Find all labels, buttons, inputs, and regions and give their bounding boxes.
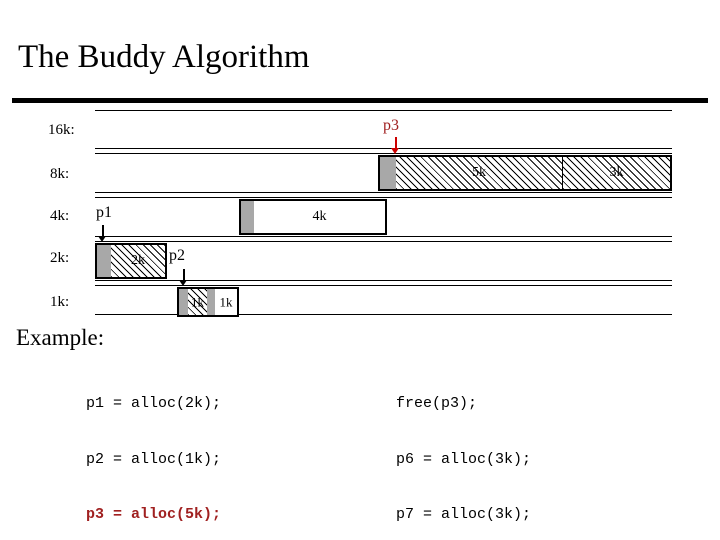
pointer-label-p3: p3 xyxy=(383,117,399,134)
1k-allocation-block[interactable]: 1k 1k xyxy=(177,287,239,317)
pointer-arrow-p1 xyxy=(98,225,107,243)
segment-free-gray-2k xyxy=(97,245,111,277)
row-rule-16k-bottom xyxy=(95,148,672,149)
segment-free-gray-1k-a xyxy=(179,289,188,315)
pointer-label-p1: p1 xyxy=(96,204,112,221)
row-label-1k: 1k: xyxy=(50,294,70,310)
segment-1k-b: 1k xyxy=(215,289,237,315)
row-label-2k: 2k: xyxy=(50,250,70,266)
code-line-highlighted: p3 = alloc(5k); xyxy=(86,506,222,523)
buddy-memory-diagram: 16k: 8k: 4k: 2k: 1k: 5k 3k 4 xyxy=(48,110,672,317)
segment-free-gray-4k xyxy=(241,201,254,233)
row-rule-4k-bottom xyxy=(95,236,672,237)
code-column-right: free(p3); p6 = alloc(3k); p7 = alloc(3k)… xyxy=(396,358,531,540)
row-rule-1k-bottom xyxy=(95,314,672,315)
row-label-16k: 16k: xyxy=(48,122,75,138)
code-line: p2 = alloc(1k); xyxy=(86,450,222,468)
segment-label-3k: 3k xyxy=(609,165,624,180)
segment-free-gray-1k-b xyxy=(207,289,215,315)
row-rule-1k-top xyxy=(95,285,672,286)
page-title: The Buddy Algorithm xyxy=(18,39,310,75)
segment-label-2k: 2k xyxy=(131,253,145,268)
code-line: free(p3); xyxy=(396,395,478,412)
example-heading: Example: xyxy=(16,325,105,350)
row-rule-4k-top xyxy=(95,197,672,198)
row-rule-16k-top xyxy=(95,110,672,111)
segment-4k: 4k xyxy=(254,201,385,233)
segment-label-5k: 5k xyxy=(472,165,486,180)
8k-allocation-block[interactable]: 5k 3k xyxy=(378,155,672,191)
row-label-8k: 8k: xyxy=(50,166,70,182)
pointer-arrow-p3 xyxy=(391,137,400,155)
code-line: p6 = alloc(3k); xyxy=(396,450,532,468)
2k-allocation-block[interactable]: 2k xyxy=(95,243,167,279)
segment-label-4k: 4k xyxy=(312,209,327,224)
segment-3k: 3k xyxy=(562,157,670,189)
row-label-4k: 4k: xyxy=(50,208,70,224)
segment-5k: 5k xyxy=(396,157,562,189)
row-rule-8k-bottom xyxy=(95,192,672,193)
pointer-label-p2: p2 xyxy=(169,247,185,264)
code-column-left: p1 = alloc(2k); p2 = alloc(1k); p3 = all… xyxy=(86,358,221,540)
segment-1k-a: 1k xyxy=(188,289,207,315)
row-rule-2k-bottom xyxy=(95,280,672,281)
segment-2k: 2k xyxy=(111,245,165,277)
pointer-arrow-p2 xyxy=(179,269,188,287)
code-line: p1 = alloc(2k); xyxy=(86,395,222,412)
code-line: p7 = alloc(3k); xyxy=(396,506,532,523)
segment-free-gray-8k xyxy=(380,157,396,189)
row-rule-2k-top xyxy=(95,241,672,242)
title-divider xyxy=(12,98,708,103)
4k-allocation-block[interactable]: 4k xyxy=(239,199,387,235)
segment-label-1k-b: 1k xyxy=(219,294,233,310)
segment-label-1k-a: 1k xyxy=(191,294,204,310)
row-rule-8k-top xyxy=(95,153,672,154)
